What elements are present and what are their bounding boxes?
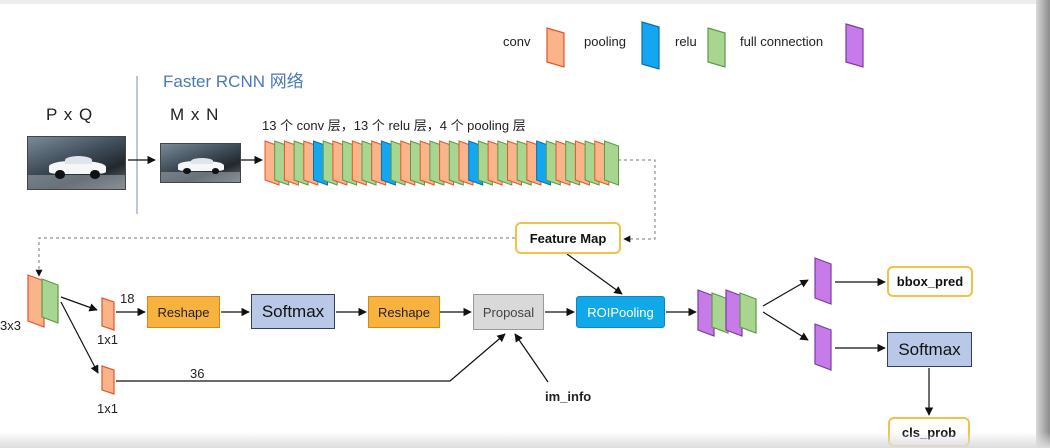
input-car-image xyxy=(27,136,126,190)
head-softmax-box: Softmax xyxy=(887,332,972,367)
top-edge xyxy=(0,0,1050,4)
rpn-kernel-label: 3x3 xyxy=(0,318,21,333)
rpn-conv-3x3 xyxy=(27,274,45,328)
bbox-pred-box: bbox_pred xyxy=(887,266,973,297)
reg-channels-label: 36 xyxy=(190,366,205,381)
arrow-to-bbox-fc xyxy=(762,279,809,307)
arrow-iminfo-to-proposal xyxy=(514,333,549,383)
legend-fc-label: full connection xyxy=(740,34,824,49)
resized-car-image xyxy=(160,143,241,183)
bbox-fc xyxy=(814,257,832,305)
diagram-title: Faster RCNN 网络 xyxy=(163,72,304,91)
legend-fc-swatch xyxy=(845,23,864,68)
dashed-featuremap-to-rpn xyxy=(35,237,515,277)
rpn-relu xyxy=(41,278,59,324)
cls-kernel-label: 1x1 xyxy=(97,332,118,347)
reshape-box-1: Reshape xyxy=(147,296,220,328)
reshape-box-2: Reshape xyxy=(368,296,440,328)
arrow-reg-to-proposal xyxy=(116,333,506,382)
head-relu-1 xyxy=(711,292,729,334)
window-right-edge xyxy=(1036,0,1050,448)
head-fc-1 xyxy=(697,289,715,337)
roi-pooling-box: ROIPooling xyxy=(576,296,665,328)
legend-pooling-label: pooling xyxy=(584,34,626,49)
head-relu-2 xyxy=(739,292,757,334)
legend-relu-swatch xyxy=(707,27,726,68)
legend-conv-swatch xyxy=(546,27,565,68)
backbone-layer-stack xyxy=(264,140,619,186)
head-fc-2 xyxy=(725,289,743,337)
cls-channels-label: 18 xyxy=(120,291,135,306)
feature-map-box: Feature Map xyxy=(515,222,621,254)
dashed-backbone-to-featuremap xyxy=(618,159,656,243)
cls-fc xyxy=(814,323,832,371)
arrow-to-cls-conv xyxy=(60,296,98,312)
arrow-to-cls-fc xyxy=(762,311,809,341)
arrow-to-reg-conv xyxy=(60,301,99,374)
cls-conv-1x1 xyxy=(101,297,115,331)
backbone-relu-layer-36 xyxy=(604,140,619,186)
legend-conv-label: conv xyxy=(503,34,531,49)
legend-relu-label: relu xyxy=(675,34,697,49)
proposal-box: Proposal xyxy=(473,294,544,330)
arrow-featuremap-to-roi xyxy=(566,253,623,295)
input-size-label: P x Q xyxy=(46,105,94,124)
rpn-softmax-box: Softmax xyxy=(251,294,335,329)
resized-size-label: M x N xyxy=(170,105,220,124)
legend-pooling-swatch xyxy=(641,21,660,70)
window-bottom-edge xyxy=(0,432,1050,448)
reg-conv-1x1 xyxy=(101,365,115,395)
backbone-caption: 13 个 conv 层，13 个 relu 层，4 个 pooling 层 xyxy=(262,118,526,133)
reg-kernel-label: 1x1 xyxy=(97,401,118,416)
im-info-label: im_info xyxy=(545,389,592,404)
